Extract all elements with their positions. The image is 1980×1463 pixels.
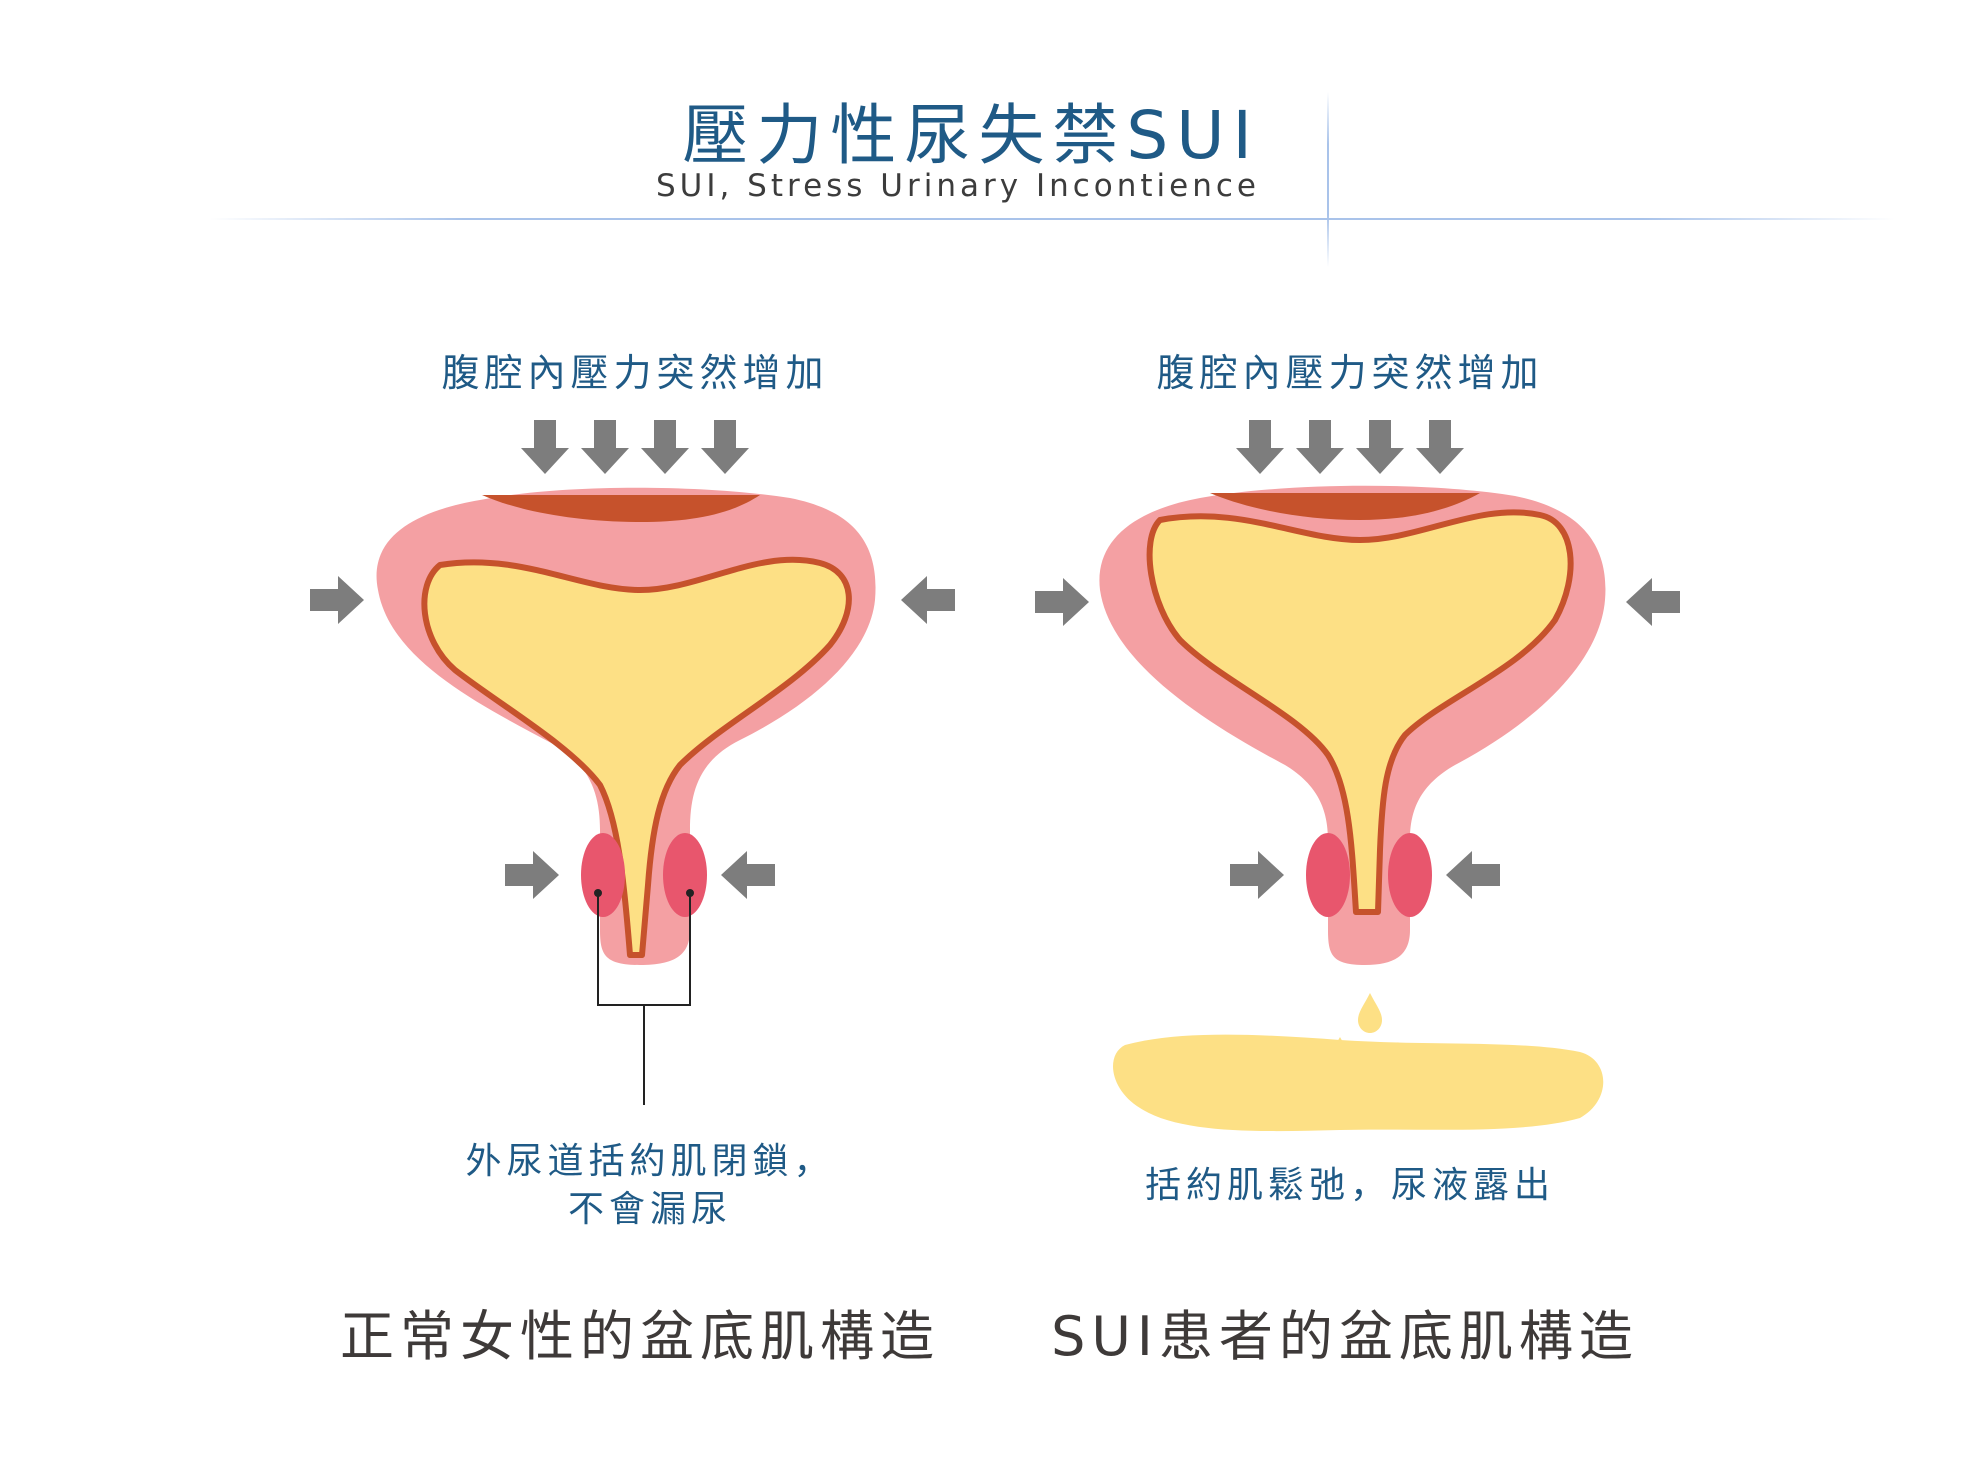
normal-pressure-label: 腹腔內壓力突然增加 [441,351,829,395]
arrow-right-icon [310,576,364,624]
arrow-down-icon [521,420,569,474]
arrow-down-icon [581,420,629,474]
arrow-left-icon [1626,578,1680,626]
sui-muscle-top [1210,493,1480,520]
sui-sphincter-left [1306,833,1350,917]
normal-diagram [310,420,955,1105]
arrow-down-icon [641,420,689,474]
arrow-right-icon [1230,851,1284,899]
arrow-down-icon [1296,420,1344,474]
drop-icon [1358,993,1382,1033]
normal-bladder-urine [421,556,852,958]
normal-note-line2: 不會漏尿 [567,1189,732,1230]
normal-sphincter-left [581,833,625,917]
normal-top-arrows [521,420,749,474]
header-divider-vertical [1327,92,1329,267]
normal-note: 外尿道括約肌閉鎖， 不會漏尿 [440,1138,860,1234]
sui-diagram [1035,420,1680,1132]
normal-muscle-top [482,495,760,522]
header-divider-horizontal [210,218,1895,220]
arrow-left-icon [1446,851,1500,899]
normal-sphincter-right [663,833,707,917]
sui-bladder-urine [1146,509,1574,915]
sui-pressure-label: 腹腔內壓力突然增加 [1156,351,1544,395]
arrow-left-icon [721,851,775,899]
sui-caption: SUI患者的盆底肌構造 [1051,1305,1639,1368]
normal-caption: 正常女性的盆底肌構造 [340,1305,940,1368]
arrow-right-icon [505,851,559,899]
page-subtitle: SUI, Stress Urinary Incontience [655,168,1260,204]
urine-puddle [1113,1034,1604,1132]
arrow-down-icon [1236,420,1284,474]
arrow-down-icon [1356,420,1404,474]
sui-sphincter-right [1388,833,1432,917]
normal-note-line1: 外尿道括約肌閉鎖， [465,1141,835,1182]
normal-pointer [594,889,694,1105]
page-title: 壓力性尿失禁SUI [682,97,1260,174]
arrow-down-icon [1416,420,1464,474]
arrow-left-icon [901,576,955,624]
arrow-down-icon [701,420,749,474]
sui-top-arrows [1236,420,1464,474]
arrow-right-icon [1035,578,1089,626]
sui-note: 括約肌鬆弛，尿液露出 [1144,1165,1555,1206]
